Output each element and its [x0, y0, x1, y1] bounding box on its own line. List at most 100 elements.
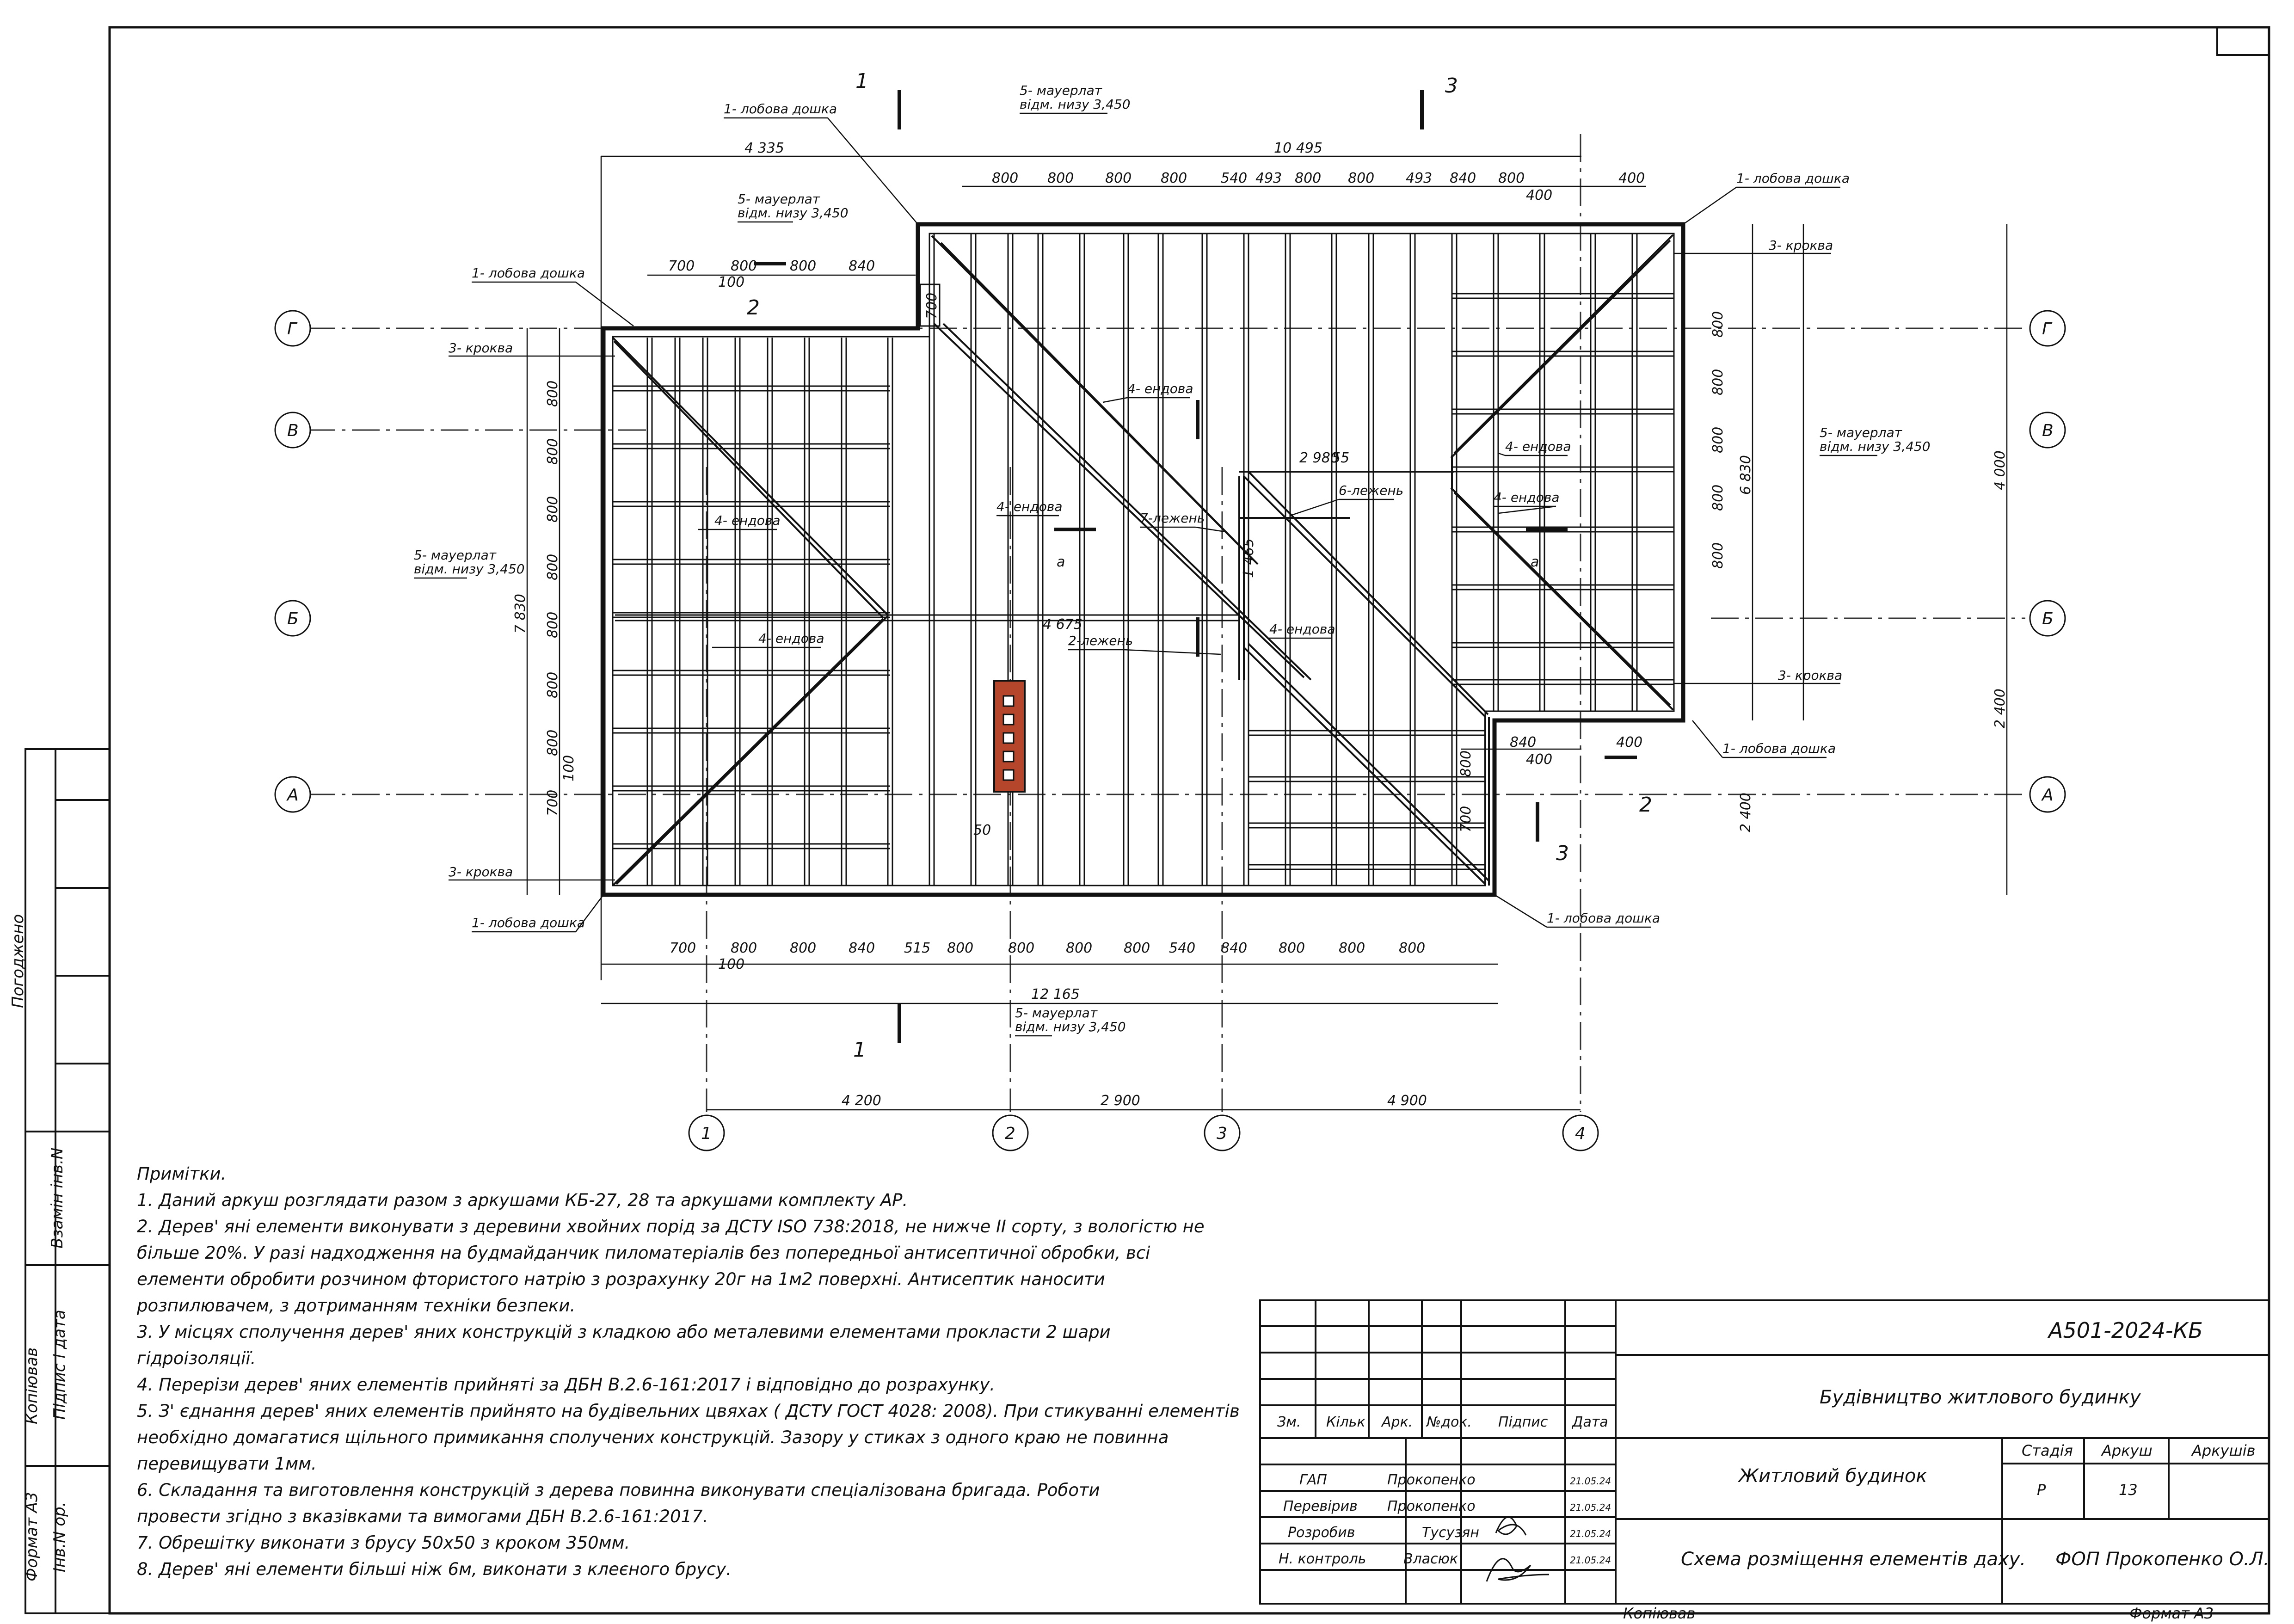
- company-name: ФОП Прокопенко О.Л.: [2055, 1549, 2269, 1570]
- person-date: 21.05.24: [1570, 1555, 1611, 1566]
- dim-text: 800: [1399, 940, 1425, 956]
- callout-texts: 1- лобова дошка 1- лобова дошка 1- лобова …: [414, 83, 1931, 1037]
- dim-text: 2 400: [1738, 793, 1754, 832]
- callout-label: 7-лежень: [1140, 511, 1205, 526]
- callout-label: 4- ендова: [1127, 381, 1193, 396]
- side-sign-date: Підпис і дата: [50, 1310, 69, 1420]
- axis-bubble: [688, 1114, 725, 1151]
- axis-label: 4: [1575, 1124, 1586, 1143]
- dim-text: 493: [1406, 170, 1432, 186]
- dim-text: 840: [1510, 734, 1536, 750]
- dim-text: 700: [545, 790, 561, 816]
- axis-bubble: [274, 776, 311, 813]
- valley-hip-lines: [612, 234, 1674, 886]
- callout-label: 3- кроква: [1769, 238, 1833, 253]
- side-replace: Взамін інв.N: [48, 1148, 67, 1249]
- callout-label: 4- ендова: [996, 499, 1063, 514]
- dim-text: 800: [545, 438, 561, 465]
- person-role: Н. контроль: [1279, 1551, 1366, 1567]
- axis-label: 1: [701, 1124, 712, 1143]
- dim-text: 55: [1332, 450, 1349, 466]
- axis-bubble: [2029, 310, 2066, 347]
- side-copied: Копіював: [23, 1347, 41, 1424]
- callout-label: 1- лобова дошка: [472, 915, 585, 930]
- copied-label: Копіював: [1623, 1605, 1695, 1622]
- dim-text: 800: [790, 258, 816, 274]
- callout-label: 6-лежень: [1339, 483, 1403, 498]
- callout-label: відм. низу 3,450: [1820, 439, 1931, 454]
- axis-lines: [308, 134, 2025, 1112]
- object-name: Житловий будинок: [1737, 1465, 1927, 1487]
- dim-text: 4 000: [1992, 450, 2008, 490]
- callout-label: відм. низу 3,450: [1015, 1019, 1126, 1034]
- dim-text: 800: [1348, 170, 1374, 186]
- dim-text: 800: [545, 496, 561, 523]
- purlin-lines: [613, 293, 1674, 870]
- person-date: 21.05.24: [1570, 1502, 1611, 1513]
- dim-text: 800: [1710, 311, 1726, 338]
- dim-text: 800: [1161, 170, 1187, 186]
- callout-label: 5- мауерлат: [1020, 83, 1102, 98]
- note-line: 2. Дерев' яні елементи виконувати з дере…: [137, 1217, 1205, 1236]
- stamp-headers: Зм. Кільк Арк. №док. Підпис Дата: [1277, 1414, 1608, 1430]
- dim-text: 800: [1710, 485, 1726, 511]
- dim-text: 800: [992, 170, 1018, 186]
- dim-text: 4 900: [1387, 1093, 1427, 1109]
- title-block: [1259, 1299, 2270, 1605]
- note-line: розпилювачем, з дотриманням техніки безп…: [137, 1296, 576, 1316]
- stamp-col-kilk: Кільк: [1326, 1414, 1365, 1430]
- callout-label: 2-лежень: [1068, 633, 1133, 648]
- notes-title: Примітки.: [137, 1164, 227, 1184]
- section-marks: [754, 90, 1637, 1043]
- callout-label: 1- лобова дошка: [1736, 171, 1850, 186]
- dim-text: 700: [924, 293, 940, 319]
- stamp-col-data: Дата: [1571, 1414, 1608, 1430]
- note-line: необхідно домагатися щільного примикання…: [137, 1427, 1169, 1447]
- callout-leader: [1123, 649, 1221, 655]
- dim-text: 800: [1295, 170, 1321, 186]
- stamp-col-ndok: №док.: [1426, 1414, 1472, 1430]
- dim-text: 800: [1339, 940, 1365, 956]
- axis-label: Б: [2042, 609, 2054, 628]
- dim-text: 800: [1124, 940, 1150, 956]
- dim-text: 4 675: [1043, 616, 1082, 633]
- dim-text: 700: [670, 940, 696, 956]
- axis-bubble: [992, 1114, 1029, 1151]
- stamp-col-ark: Арк.: [1381, 1414, 1413, 1430]
- dim-text: 800: [1047, 170, 1074, 186]
- note-line: елементи обробити розчином фтористого на…: [137, 1269, 1105, 1289]
- dim-text: 800: [1008, 940, 1034, 956]
- format-label: Формат А3: [2129, 1605, 2214, 1622]
- dim-text: 800: [545, 554, 561, 580]
- axis-bubble: [2029, 600, 2066, 637]
- roof-outline: [601, 222, 1685, 897]
- dim-text: 2 900: [1101, 1093, 1140, 1109]
- section-2-right: 2: [1639, 793, 1652, 817]
- dim-text: 1 465: [1241, 538, 1257, 578]
- person-name: Тусузян: [1422, 1525, 1479, 1541]
- axis-label: Б: [287, 609, 299, 628]
- section-a-right: а: [1531, 554, 1539, 570]
- callout-label: 4- ендова: [1505, 439, 1571, 454]
- dim-text: 700: [668, 258, 695, 274]
- callout-label: відм. низу 3,450: [1020, 97, 1131, 112]
- dim-text: 400: [1526, 751, 1552, 768]
- callout-label: відм. низу 3,450: [414, 561, 525, 577]
- callout-label: 1- лобова дошка: [724, 101, 837, 117]
- dim-text: 400: [1616, 734, 1642, 750]
- note-line: 5. З' єднання дерев' яних елементів прий…: [137, 1401, 1240, 1421]
- section-1-top: 1: [855, 69, 868, 93]
- note-line: провести згідно з вказівками та вимогами…: [137, 1507, 708, 1526]
- stamp-people: ГАП Прокопенко 21.05.24 Перевірив Прокоп…: [1279, 1472, 1611, 1567]
- callout-label: 4- ендова: [714, 513, 781, 528]
- axis-bubble: [1204, 1114, 1241, 1151]
- dim-text: 840: [849, 940, 875, 956]
- dim-text: 800: [1498, 170, 1525, 186]
- dim-text: 100: [718, 274, 744, 290]
- person-date: 21.05.24: [1570, 1476, 1611, 1487]
- note-line: 7. Обрешітку виконати з брусу 50х50 з кр…: [137, 1533, 630, 1553]
- section-labels: 1 3 2 1 2 3 а а: [747, 69, 1652, 1062]
- axis-bubble: [2029, 776, 2066, 813]
